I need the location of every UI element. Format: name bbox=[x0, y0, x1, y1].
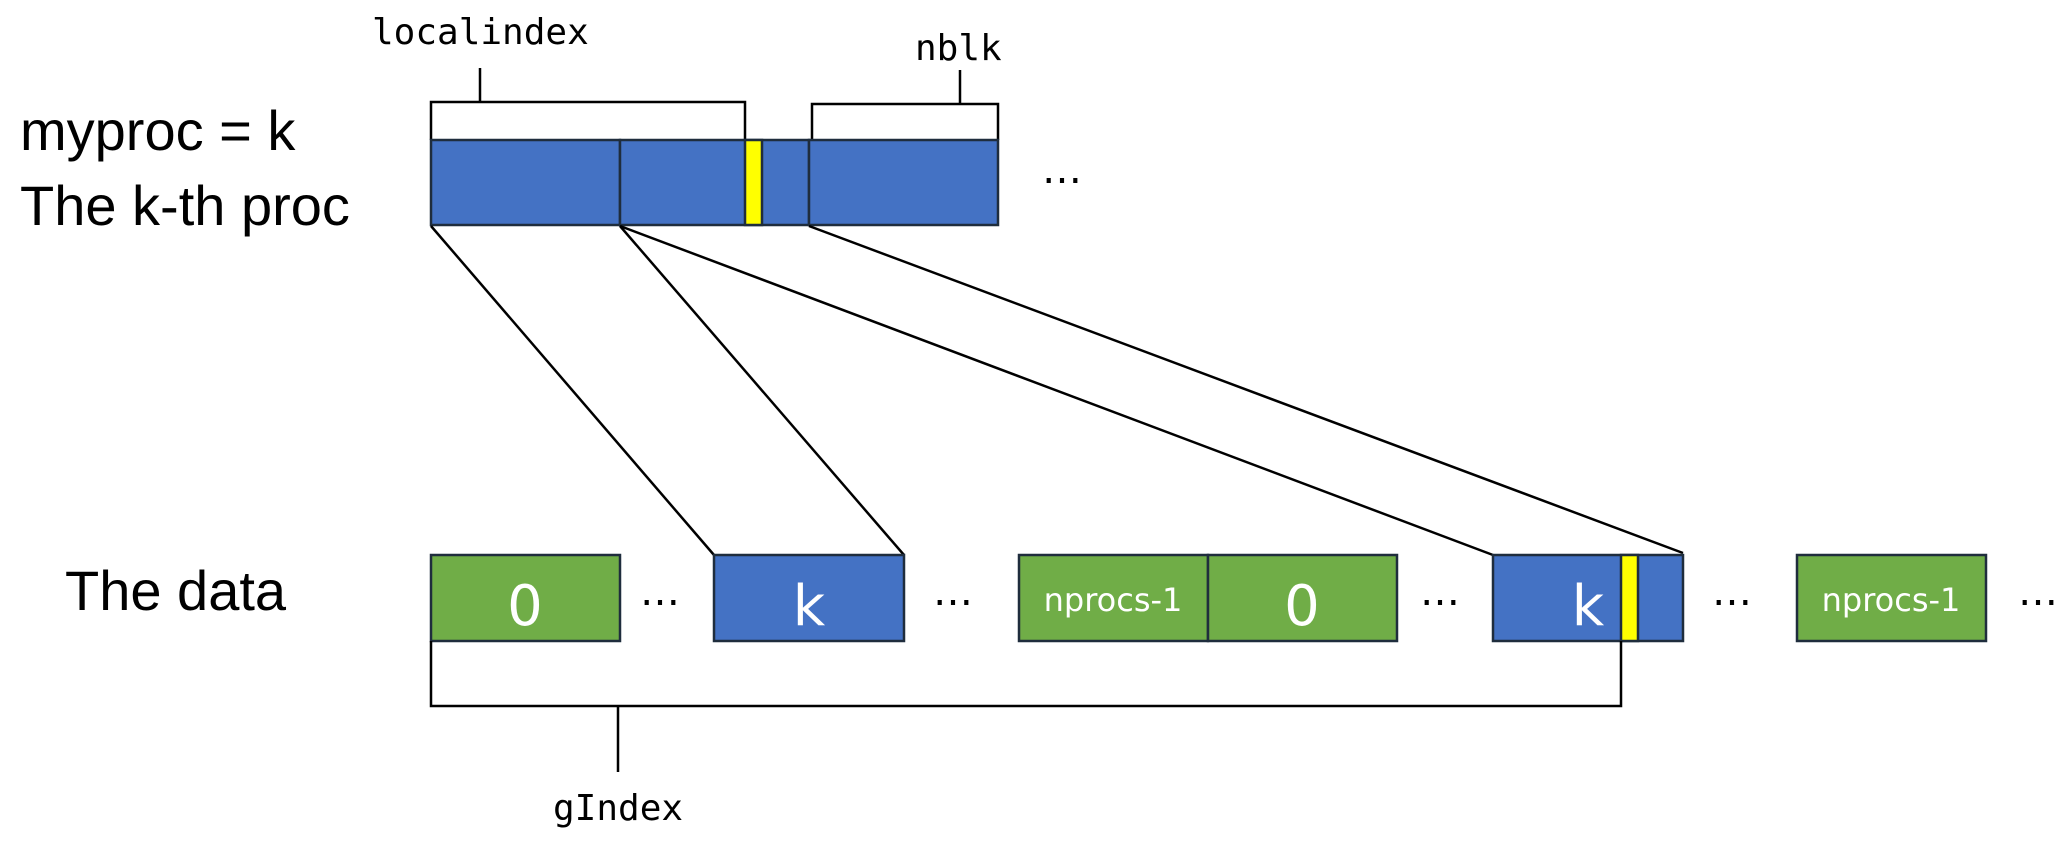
nblk-label: nblk bbox=[915, 28, 1002, 69]
local-block-3 bbox=[807, 138, 1000, 227]
kth-proc-label: The k-th proc bbox=[20, 174, 350, 237]
gindex-bracket bbox=[429, 641, 1623, 772]
data-block-nprocs-first bbox=[1017, 553, 1210, 643]
data-ellipsis: … bbox=[1420, 569, 1460, 615]
local-block-1 bbox=[429, 138, 622, 227]
mapping-lines bbox=[430, 224, 1684, 557]
data-block-0-second bbox=[1206, 553, 1399, 643]
localindex-label: localindex bbox=[372, 12, 589, 53]
data-block-0-first bbox=[429, 553, 622, 643]
data-block-nprocs-second bbox=[1795, 553, 1988, 643]
data-block-label: k bbox=[793, 574, 826, 639]
data-block-k-second bbox=[1491, 553, 1685, 643]
data-row-label: The data bbox=[65, 559, 287, 622]
global-element-highlight bbox=[1619, 553, 1640, 643]
global-data-row: 0 … k … nprocs-1 0 … k … nprocs-1 … bbox=[429, 553, 2058, 643]
local-array bbox=[429, 138, 1000, 227]
data-ellipsis: … bbox=[1712, 569, 1752, 615]
map-line-2a bbox=[619, 224, 1494, 557]
data-block-label: 0 bbox=[507, 574, 543, 639]
map-line-1a bbox=[430, 225, 715, 556]
data-ellipsis: … bbox=[2018, 569, 2058, 615]
data-block-label: 0 bbox=[1284, 574, 1320, 639]
gindex-label: gIndex bbox=[553, 788, 683, 829]
data-block-label: nprocs-1 bbox=[1044, 581, 1183, 619]
data-block-label: k bbox=[1572, 574, 1605, 639]
data-ellipsis: … bbox=[640, 569, 680, 615]
local-element-highlight bbox=[743, 138, 764, 227]
local-block-2 bbox=[618, 138, 811, 227]
map-line-1b bbox=[619, 225, 905, 556]
map-line-2b bbox=[808, 224, 1684, 555]
nblk-bracket bbox=[810, 70, 1000, 140]
data-block-k-first bbox=[712, 553, 906, 643]
myproc-label: myproc = k bbox=[20, 99, 296, 162]
local-ellipsis: … bbox=[1042, 147, 1082, 193]
localindex-bracket bbox=[429, 68, 747, 140]
data-ellipsis: … bbox=[933, 569, 973, 615]
data-block-label: nprocs-1 bbox=[1822, 581, 1961, 619]
